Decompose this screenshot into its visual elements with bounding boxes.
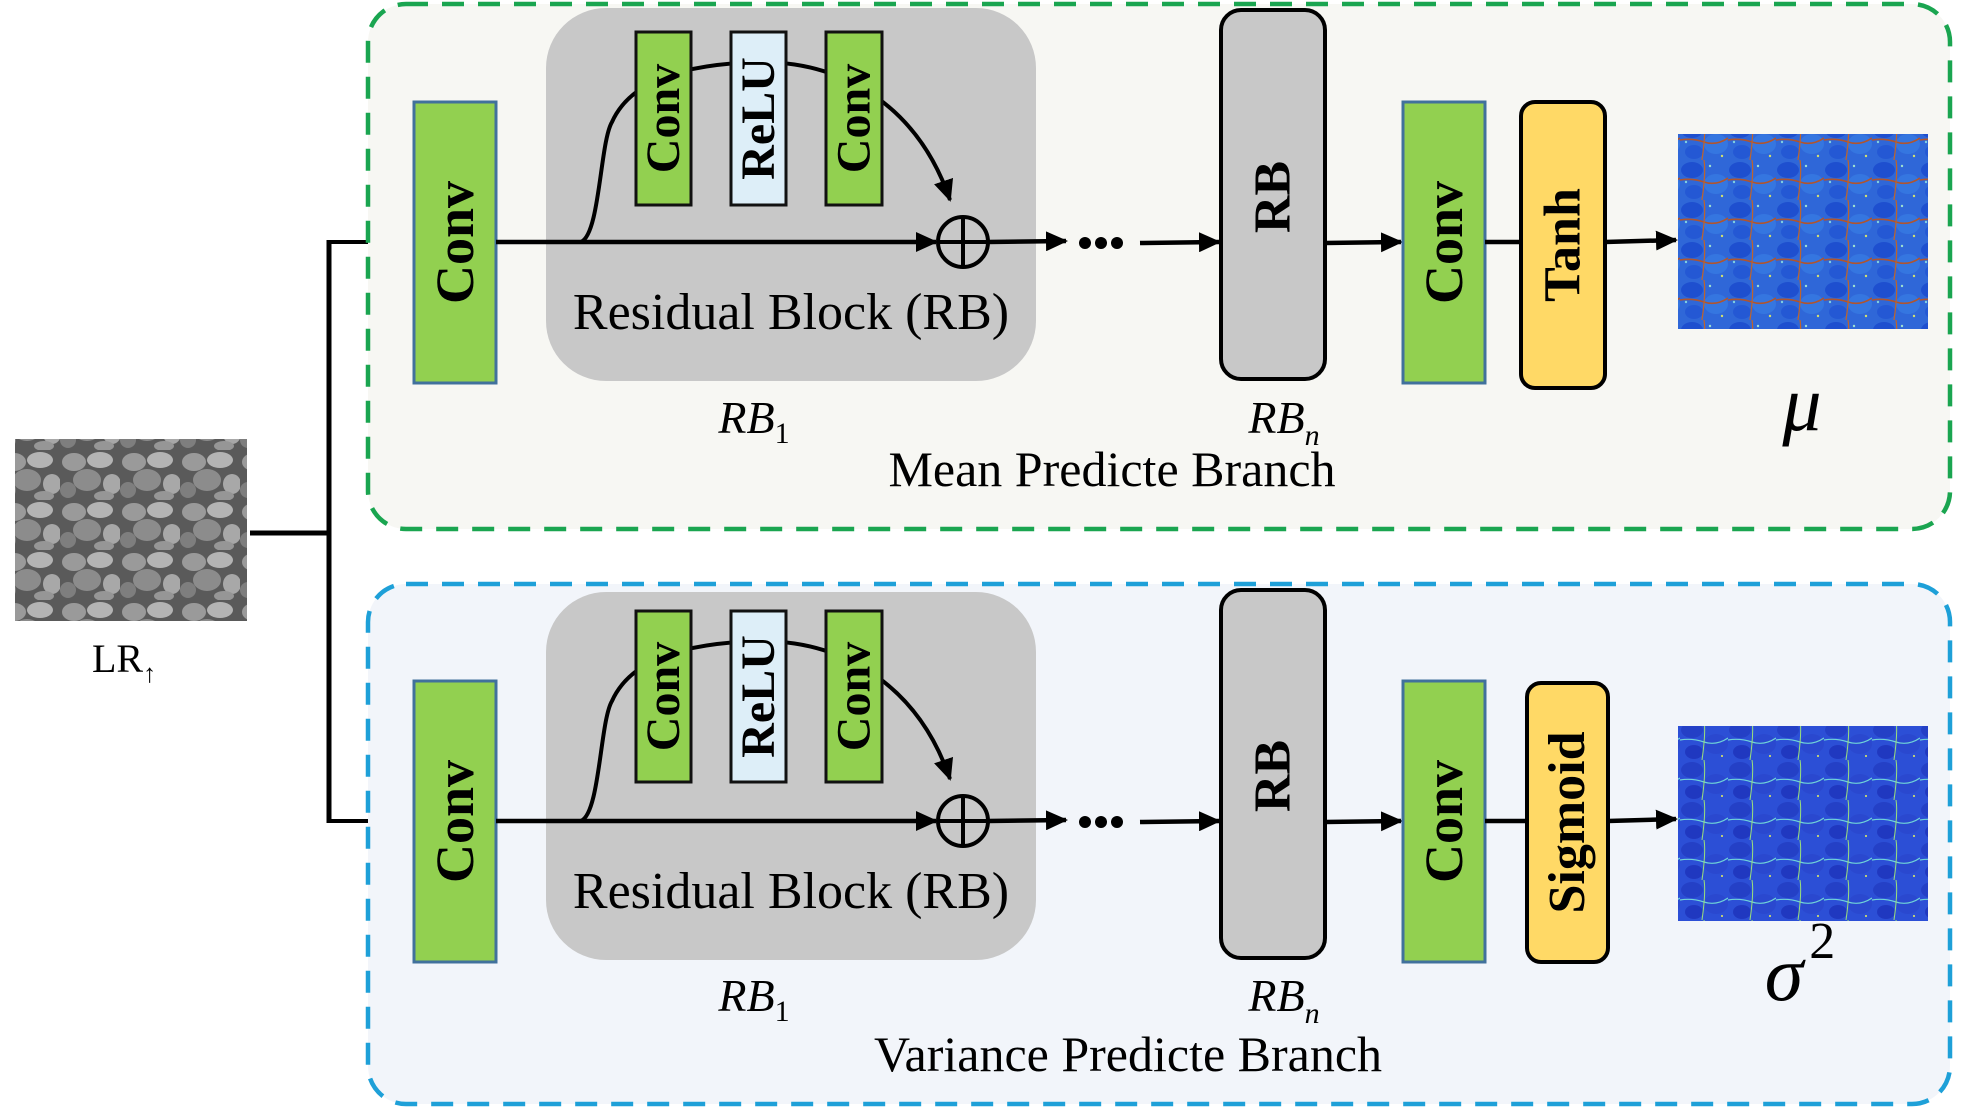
activation-label: Tanh bbox=[1535, 188, 1592, 302]
rb-n-caption: RBn bbox=[1247, 970, 1319, 1030]
rb-n-caption: RBn bbox=[1247, 392, 1319, 452]
activation-block bbox=[1519, 100, 1607, 390]
inner-relu-label: ReLU bbox=[732, 635, 785, 758]
rb-n-label: RB bbox=[1245, 740, 1302, 812]
ellipsis-to-rbn-arrow bbox=[1139, 232, 1221, 253]
rbn-to-conv-arrow bbox=[1324, 811, 1403, 832]
inner-conv-label: Conv bbox=[637, 642, 690, 751]
inner-conv-label: Conv bbox=[828, 64, 881, 173]
input-label: LR↑ bbox=[92, 636, 156, 688]
inner-conv-block bbox=[824, 30, 884, 207]
inner-conv-block bbox=[824, 609, 884, 784]
rb-1-caption: RB1 bbox=[717, 392, 789, 450]
inner-conv-block bbox=[634, 30, 693, 207]
ellipsis-icon bbox=[1079, 237, 1123, 249]
first-conv-block bbox=[412, 100, 498, 385]
rb-n-block bbox=[1219, 588, 1327, 960]
inner-conv-label: Conv bbox=[828, 642, 881, 751]
mean-output-map bbox=[1678, 134, 1928, 329]
rb-n-label: RB bbox=[1245, 161, 1302, 233]
sum-to-ellipsis-arrow bbox=[987, 231, 1068, 252]
inner-relu-block bbox=[729, 30, 788, 207]
first-conv-label: Conv bbox=[425, 760, 485, 883]
inner-relu-label: ReLU bbox=[732, 57, 785, 180]
branch-title: Mean Predicte Branch bbox=[888, 441, 1335, 497]
output-symbol: μ bbox=[1781, 360, 1821, 447]
activation-to-output-arrow bbox=[1604, 230, 1678, 251]
activation-label: Sigmoid bbox=[1539, 731, 1596, 913]
sum-operator-icon bbox=[936, 215, 990, 269]
inner-relu-block bbox=[729, 609, 788, 784]
activation-to-output-arrow bbox=[1607, 809, 1678, 830]
first-conv-block bbox=[412, 679, 498, 964]
input-image-group: LR↑ bbox=[15, 439, 247, 688]
branch-title: Variance Predicte Branch bbox=[874, 1026, 1382, 1082]
inner-conv-label: Conv bbox=[637, 64, 690, 173]
last-conv-block bbox=[1401, 100, 1487, 385]
ellipsis-to-rbn-arrow bbox=[1139, 811, 1221, 832]
last-conv-label: Conv bbox=[1414, 181, 1474, 304]
rb-n-block bbox=[1219, 8, 1327, 381]
rb-1-caption: RB1 bbox=[717, 970, 789, 1028]
activation-block bbox=[1525, 681, 1610, 964]
first-conv-label: Conv bbox=[425, 181, 485, 304]
inner-conv-block bbox=[634, 609, 693, 784]
variance-output-map bbox=[1678, 726, 1928, 921]
residual-block-title: Residual Block (RB) bbox=[573, 284, 1009, 341]
input-image bbox=[15, 439, 247, 621]
ellipsis-icon bbox=[1079, 816, 1123, 828]
sum-operator-icon bbox=[936, 794, 990, 848]
residual-block-title: Residual Block (RB) bbox=[573, 863, 1009, 920]
last-conv-label: Conv bbox=[1414, 760, 1474, 883]
rbn-to-conv-arrow bbox=[1324, 232, 1403, 253]
sum-to-ellipsis-arrow bbox=[987, 810, 1068, 831]
last-conv-block bbox=[1401, 679, 1487, 964]
